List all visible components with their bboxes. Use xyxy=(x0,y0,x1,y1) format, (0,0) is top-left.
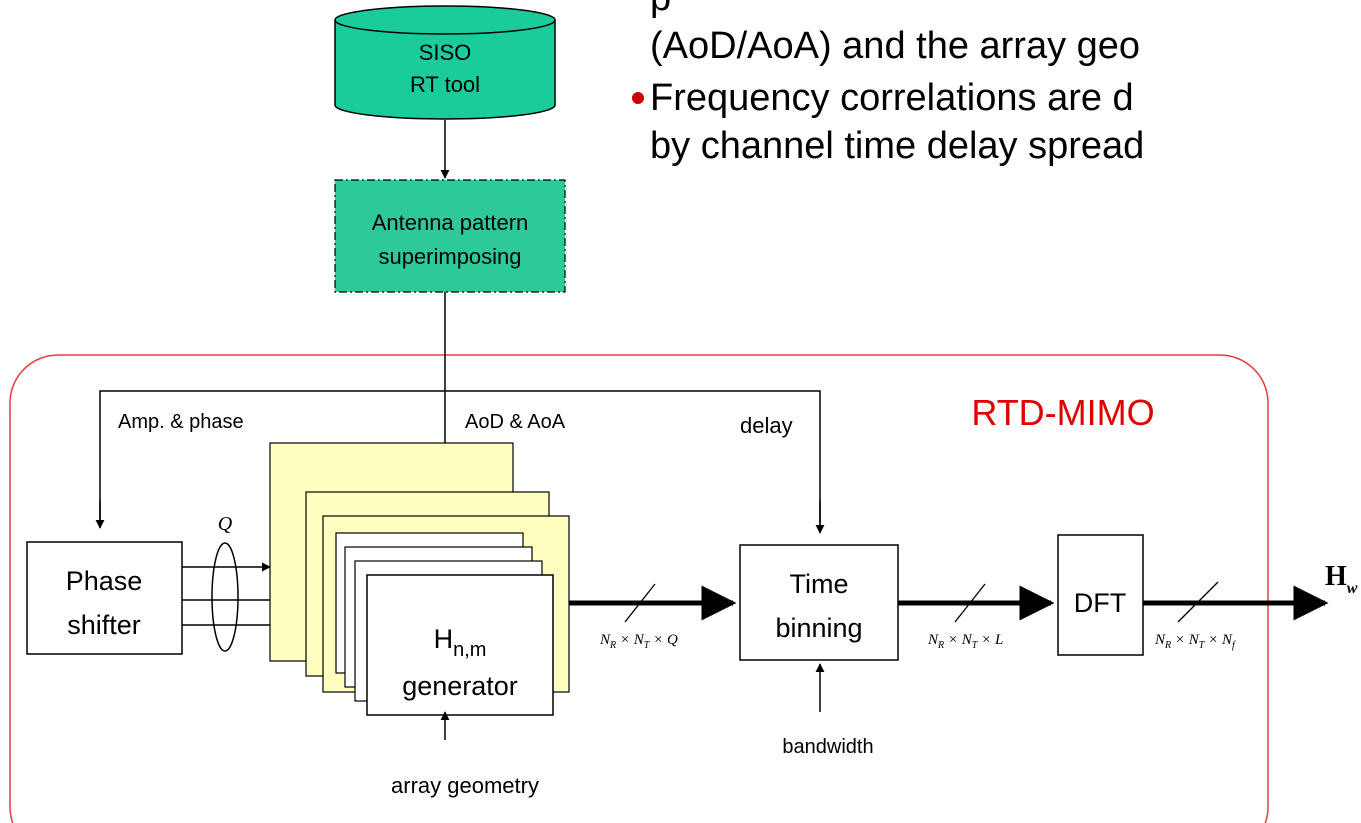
array-geometry-label: array geometry xyxy=(391,773,539,798)
q-bundle-ellipse xyxy=(211,542,239,652)
dim-label-1: NR × NT × Q xyxy=(599,632,678,651)
time-label-line2: binning xyxy=(775,613,862,643)
bandwidth-label: bandwidth xyxy=(782,736,873,758)
antenna-label-line2: superimposing xyxy=(378,244,521,269)
bullet-line-2: Frequency correlations are d xyxy=(650,77,1134,119)
dim-label-2: NR × NT × L xyxy=(927,632,1003,651)
generator-label-line2: generator xyxy=(402,671,518,701)
generator-stack: Hn,m generator xyxy=(269,442,570,716)
bullet-line-1: (AoD/AoA) and the array geo xyxy=(650,25,1141,67)
bus-slash-3 xyxy=(1177,581,1219,623)
siso-rt-tool-block: SISO RT tool xyxy=(334,5,556,120)
antenna-pattern-block: Antenna pattern superimposing xyxy=(334,179,566,293)
dim-label-3: NR × NT × Nf xyxy=(1154,632,1236,651)
bullet-line-top-partial: p xyxy=(650,0,671,22)
phase-label-line1: Phase xyxy=(66,566,143,596)
phase-shifter-block: Phase shifter xyxy=(26,541,183,655)
feedback-line xyxy=(99,390,821,528)
generator-h: H xyxy=(434,624,454,654)
antenna-label-line1: Antenna pattern xyxy=(372,210,529,235)
delay-label: delay xyxy=(740,413,793,438)
bullet-text-area: p (AoD/AoA) and the array geo Frequency … xyxy=(620,0,1361,190)
output-h-label: Hw xyxy=(1325,561,1358,597)
time-label-line1: Time xyxy=(790,569,849,599)
dft-block: DFT xyxy=(1057,534,1144,656)
dft-label: DFT xyxy=(1074,588,1126,618)
time-binning-block: Time binning xyxy=(739,544,899,661)
bullet-line-3: by channel time delay spread xyxy=(650,125,1145,167)
q-label: Q xyxy=(218,513,233,535)
bus-slash-1 xyxy=(624,583,656,623)
bus-slash-2 xyxy=(954,583,986,623)
rtd-mimo-label: RTD-MIMO xyxy=(971,392,1154,433)
amp-phase-label: Amp. & phase xyxy=(118,411,244,433)
generator-front xyxy=(366,574,554,716)
siso-label-line2: RT tool xyxy=(410,72,480,97)
siso-label-line1: SISO xyxy=(419,40,472,65)
phase-label-line2: shifter xyxy=(67,610,141,640)
bullet-dot-icon xyxy=(632,92,644,104)
generator-title: Hn,m xyxy=(434,624,487,661)
aod-aoa-label: AoD & AoA xyxy=(465,411,566,433)
generator-subscript: n,m xyxy=(453,639,486,661)
